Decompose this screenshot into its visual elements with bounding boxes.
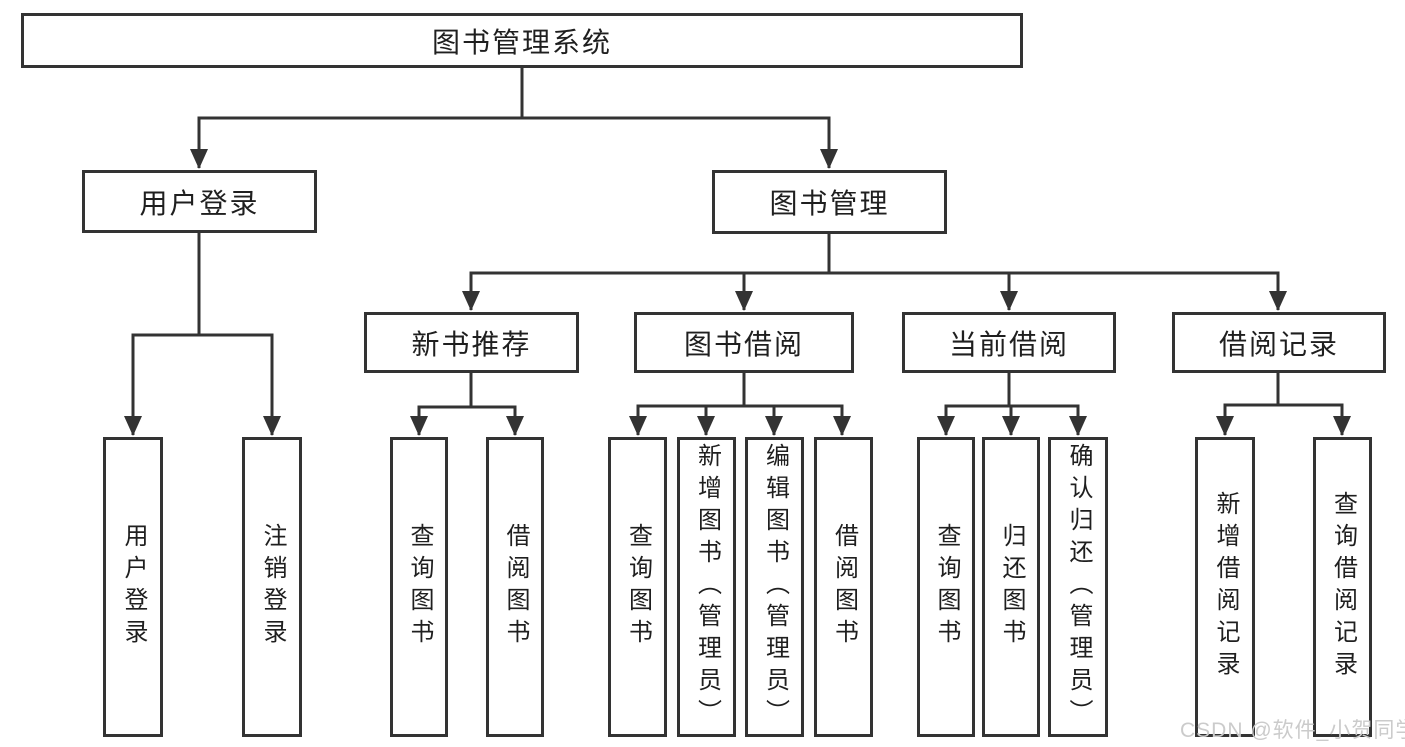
leaf-recommend-query-books: 查询图书 (390, 437, 448, 737)
leaf-records-query-record: 查询借阅记录 (1313, 437, 1372, 737)
node-new-book-recommend: 新书推荐 (364, 312, 579, 373)
node-user-login: 用户登录 (82, 170, 317, 233)
tree-arrows (124, 118, 1351, 436)
node-current-borrowing: 当前借阅 (902, 312, 1116, 373)
leaf-user-login: 用户登录 (103, 437, 163, 737)
leaf-borrowing-add-books: 新增图书（管理员） (677, 437, 736, 737)
leaf-current-query-books: 查询图书 (917, 437, 975, 737)
leaf-borrowing-query-books: 查询图书 (608, 437, 667, 737)
node-book-management: 图书管理 (712, 170, 947, 234)
node-library-system: 图书管理系统 (21, 13, 1023, 68)
leaf-current-return-books: 归还图书 (982, 437, 1040, 737)
leaf-logout: 注销登录 (242, 437, 302, 737)
leaf-borrowing-edit-books: 编辑图书（管理员） (745, 437, 804, 737)
leaf-current-confirm-return: 确认归还（管理员） (1048, 437, 1108, 737)
csdn-watermark: CSDN @软件_小贺同学 (1180, 719, 1405, 742)
leaf-borrowing-borrow-books: 借阅图书 (814, 437, 873, 737)
leaf-records-add-record: 新增借阅记录 (1195, 437, 1255, 737)
leaf-recommend-borrow-books: 借阅图书 (486, 437, 544, 737)
node-book-borrowing: 图书借阅 (634, 312, 854, 373)
tree-branch-lines (131, 66, 1344, 409)
node-borrow-records: 借阅记录 (1172, 312, 1386, 373)
